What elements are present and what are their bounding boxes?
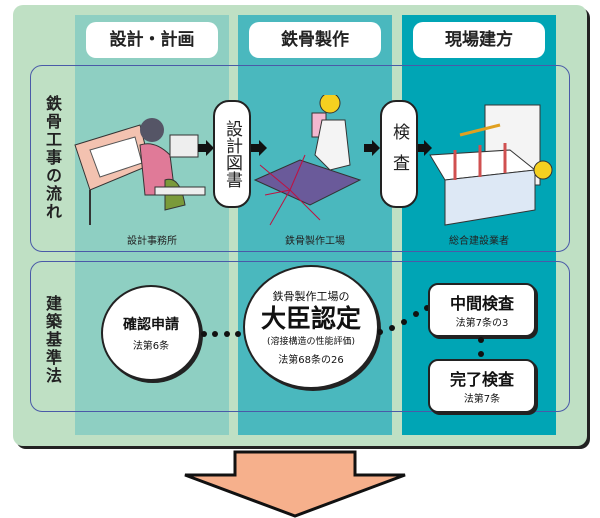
- certification-pre: 鉄骨製作工場の: [272, 290, 350, 303]
- application-title: 確認申請: [123, 317, 179, 333]
- arrow-right-icon: [364, 140, 380, 156]
- building-confirmation-node: 確認申請 法第6条: [101, 285, 201, 381]
- construction-illustration: [429, 104, 553, 226]
- application-article: 法第6条: [132, 341, 170, 352]
- designer-illustration: [74, 118, 206, 225]
- interim-inspection-node: 中間検査 法第7条の3: [428, 283, 536, 337]
- certification-article: 法第68条の26: [278, 355, 344, 366]
- header-design: 設計・計画: [86, 22, 218, 58]
- certification-sub: (溶接構造の性能評価): [266, 337, 356, 347]
- dotted-connector: [478, 337, 484, 357]
- header-erection: 現場建方: [413, 22, 545, 58]
- down-arrow-icon: [184, 450, 406, 518]
- interim-article: 法第7条の3: [455, 318, 509, 329]
- caption-contractor: 総合建設業者: [449, 236, 509, 247]
- completion-title: 完了検査: [449, 370, 514, 389]
- law-section: [30, 261, 570, 412]
- dotted-connector: [201, 331, 241, 337]
- design-documents-label: 設計図書: [213, 100, 251, 208]
- completion-inspection-node: 完了検査 法第7条: [428, 359, 536, 413]
- minister-certification-node: 鉄骨製作工場の 大臣認定 (溶接構造の性能評価) 法第68条の26: [243, 265, 379, 389]
- certification-title: 大臣認定: [260, 304, 361, 333]
- welder-illustration: [253, 95, 362, 226]
- arrow-right-icon: [416, 140, 432, 156]
- inspection-label: 検査: [380, 100, 418, 208]
- header-fabrication: 鉄骨製作: [249, 22, 381, 58]
- arrow-right-icon: [251, 140, 267, 156]
- law-row-label: 建築基準法: [43, 295, 62, 385]
- interim-title: 中間検査: [449, 294, 514, 313]
- flow-row-label: 鉄骨工事の流れ: [43, 95, 62, 221]
- completion-article: 法第7条: [463, 394, 501, 405]
- arrow-right-icon: [198, 140, 214, 156]
- flow-section: [30, 65, 570, 252]
- caption-fabricator: 鉄骨製作工場: [285, 236, 345, 247]
- dotted-connector: [377, 305, 430, 335]
- caption-design-office: 設計事務所: [127, 236, 177, 247]
